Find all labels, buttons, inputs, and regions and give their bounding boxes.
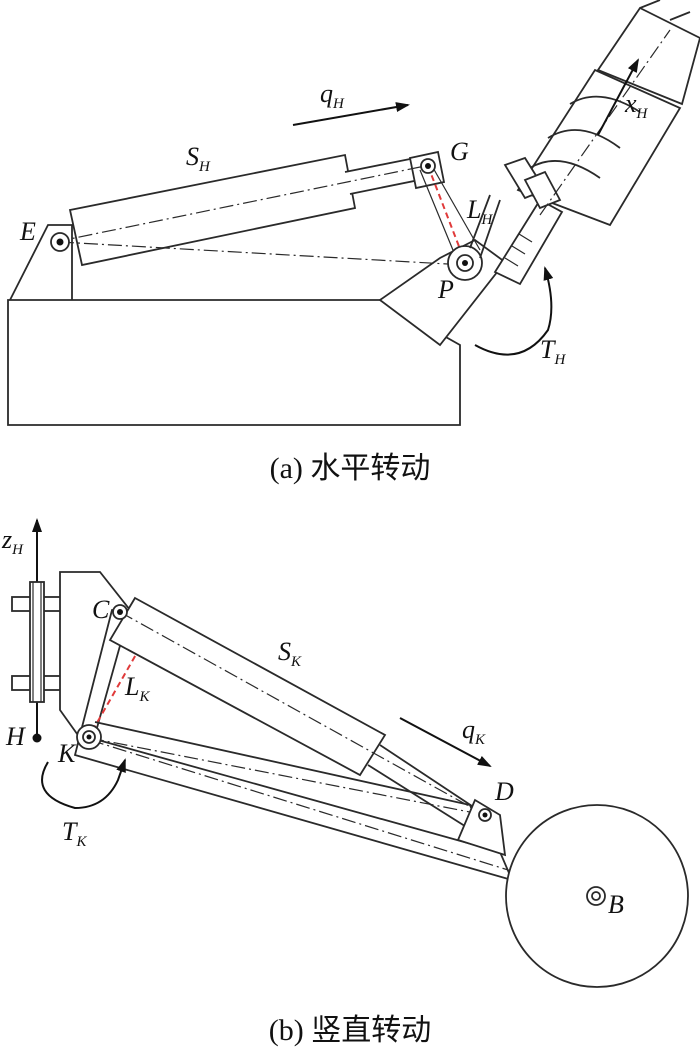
e-to-p-line — [59, 241, 466, 266]
label-l-h: LH — [466, 195, 493, 228]
label-q-h: qH — [320, 79, 345, 112]
cylinder-s-k-rod — [367, 744, 479, 829]
t-h-rotation-arrow — [474, 266, 554, 356]
clamp-bracket — [493, 198, 564, 286]
rotating-arm — [469, 194, 501, 259]
pivot-b-inner — [591, 891, 601, 901]
g-p-link-right — [431, 165, 481, 251]
caption-a: (a) 水平转动 — [270, 452, 431, 485]
label-l-k: LK — [124, 672, 150, 705]
cylinder-centerline — [54, 164, 431, 243]
lever-length-l-h — [427, 165, 466, 263]
q-k-arrow — [399, 717, 492, 767]
label-d: D — [494, 777, 514, 806]
g-p-link-left — [419, 169, 456, 256]
cylinder-s-k-body — [108, 596, 387, 777]
label-e: E — [19, 217, 36, 246]
panel-a-horizontal-rotation: qH xH SH G E LH P TH (a) 水平转动 — [7, 0, 700, 485]
base-block — [7, 299, 461, 426]
panel-b-vertical-rotation: zH C SK LK H K qK D TK B (b) 竖直转动 — [1, 518, 689, 1047]
label-z-h: zH — [1, 525, 24, 558]
caption-b: (b) 竖直转动 — [269, 1014, 431, 1047]
label-h: H — [5, 722, 26, 751]
label-t-k: TK — [62, 817, 87, 850]
label-b: B — [608, 890, 624, 919]
label-x-h: xH — [624, 89, 649, 122]
point-h — [32, 733, 42, 743]
x-h-arrow — [597, 58, 639, 136]
label-t-h: TH — [540, 335, 566, 368]
cylinder-body — [68, 153, 357, 267]
k-d-centerline — [89, 737, 486, 816]
label-s-h: SH — [186, 142, 211, 175]
pivot-p-center — [462, 260, 468, 266]
t-k-rotation-arrow — [41, 758, 126, 810]
pivot-d-center — [482, 812, 488, 818]
pivot-k-center — [86, 734, 92, 740]
d-bracket — [456, 798, 507, 857]
cylinder-rod — [344, 156, 421, 195]
q-h-arrow — [292, 102, 410, 126]
clamp-teeth — [504, 233, 533, 267]
cylinder-s-k-centerline — [119, 611, 486, 816]
pivot-e-center — [56, 238, 64, 246]
left-support — [9, 224, 73, 301]
label-k: K — [57, 739, 77, 768]
label-s-k: SK — [278, 637, 302, 670]
label-p: P — [437, 275, 454, 304]
label-c: C — [92, 595, 110, 624]
tool-cylinder — [503, 0, 700, 227]
label-q-k: qK — [462, 715, 486, 748]
pivot-c-center — [117, 609, 123, 615]
pivot-g-center — [425, 163, 431, 169]
label-g: G — [450, 137, 469, 166]
